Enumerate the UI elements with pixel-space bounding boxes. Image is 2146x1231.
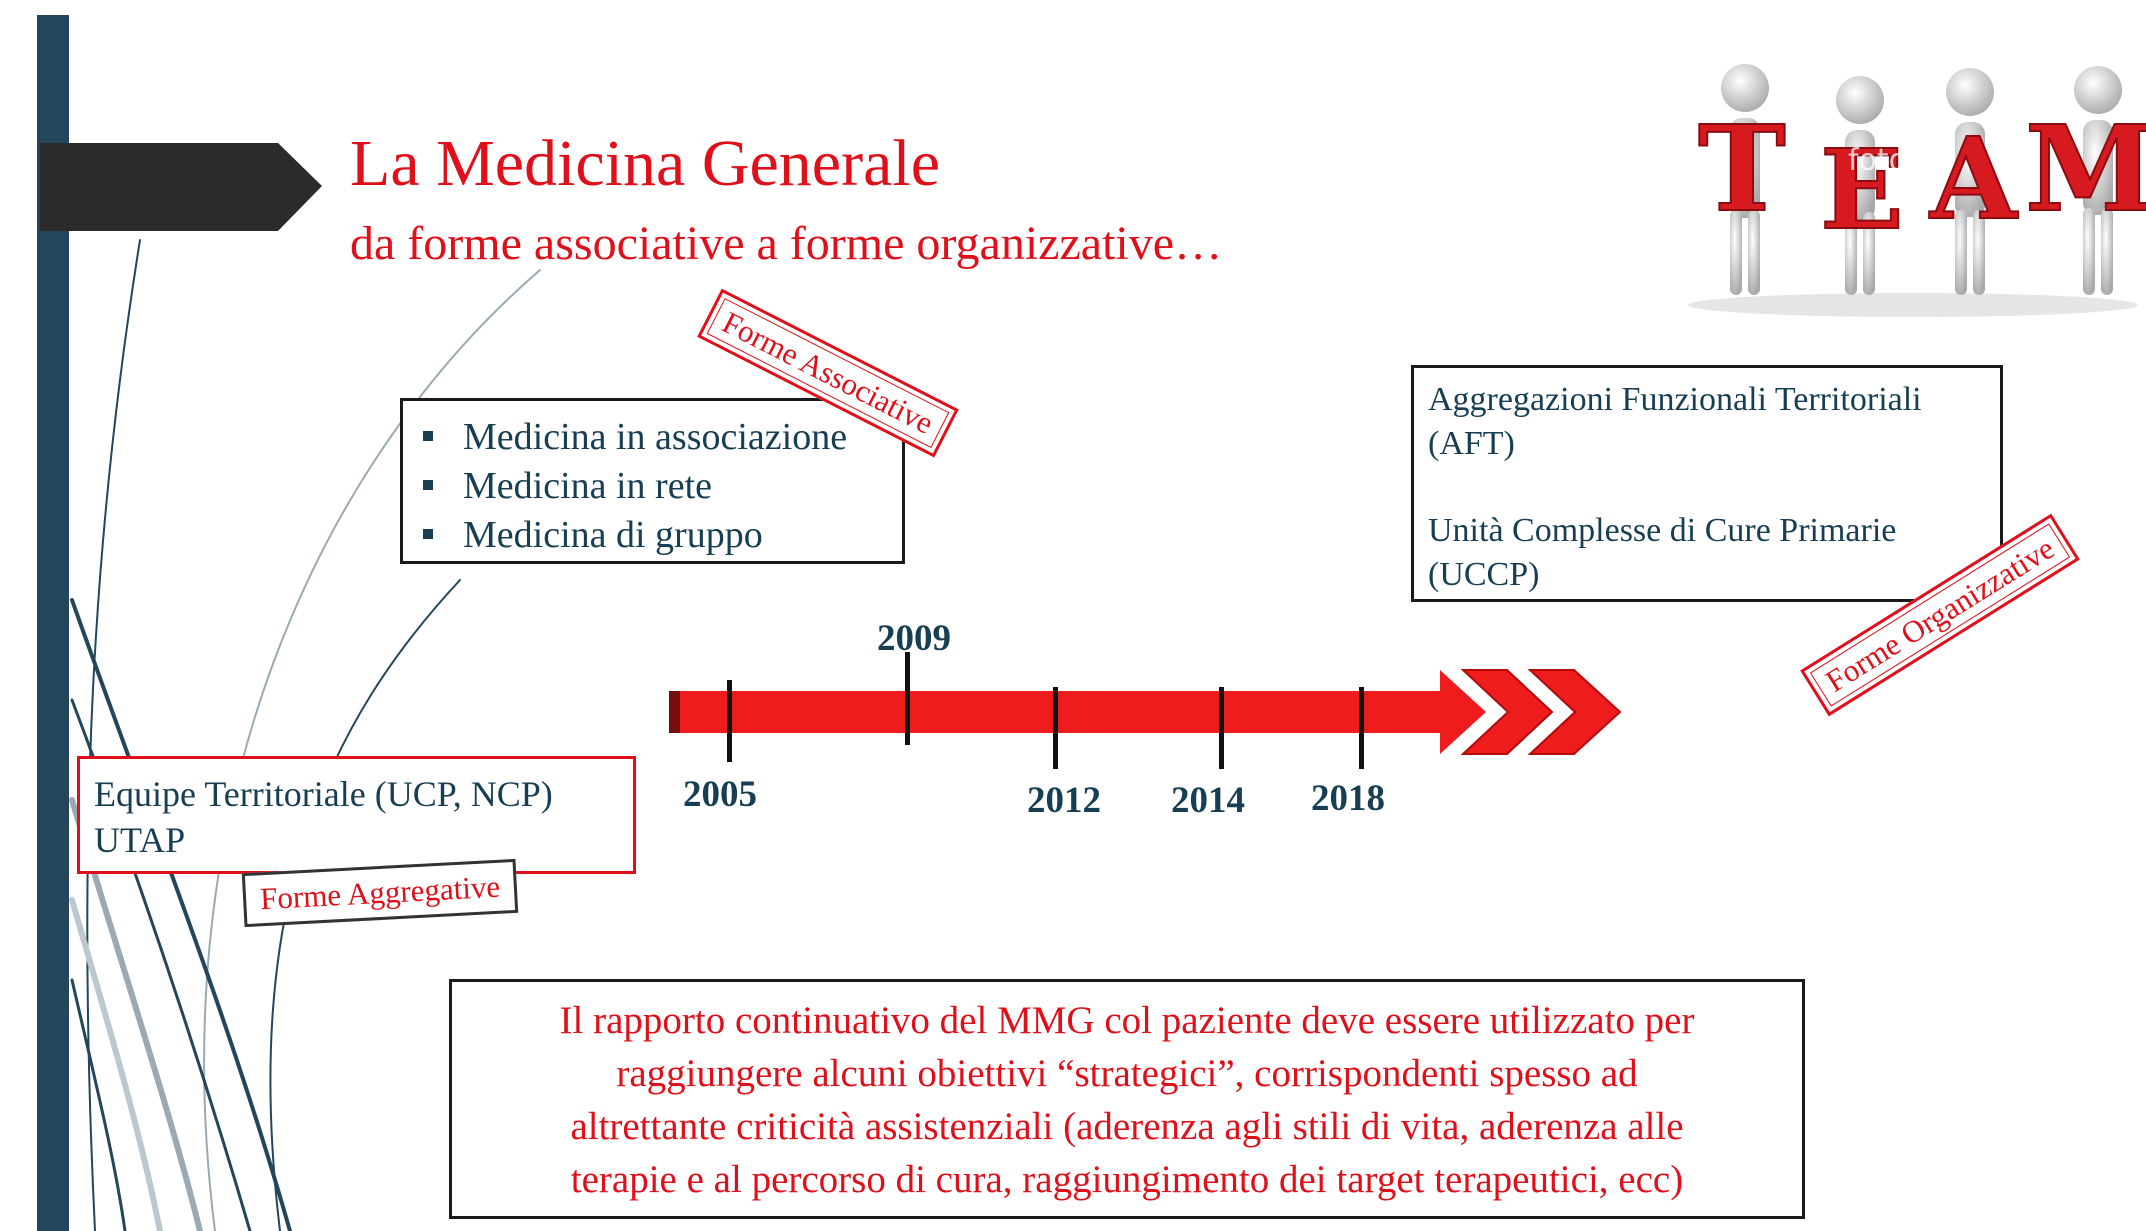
- year-label-2018: 2018: [1311, 778, 1385, 819]
- year-label-2009: 2009: [877, 618, 951, 659]
- note-line: Il rapporto continuativo del MMG col paz…: [559, 999, 1695, 1042]
- figure-3: [1946, 68, 1994, 295]
- watermark-text: fotolia: [1848, 143, 1942, 178]
- timeline-arrow: [669, 669, 1622, 755]
- aggregative-forms-box: Equipe Territoriale (UCP, NCP) UTAP: [77, 756, 636, 874]
- slide-title: La Medicina Generale: [350, 127, 941, 200]
- tick-2012: [1053, 687, 1058, 769]
- team-letter-e: E: [1820, 125, 1904, 254]
- year-label-2012: 2012: [1027, 780, 1101, 821]
- bullet-icon: [423, 529, 433, 540]
- tick-2014: [1219, 687, 1224, 769]
- tick-2018: [1359, 687, 1364, 769]
- decor-curve: [69, 897, 163, 1231]
- year-label-2014: 2014: [1171, 780, 1245, 821]
- figure-4: [2074, 66, 2122, 295]
- team-letter-t: T: [1698, 99, 1786, 238]
- uccp-abbrev: (UCCP): [1428, 556, 1540, 593]
- title-tab: [40, 143, 322, 231]
- tick-2009: [905, 652, 910, 745]
- organizational-forms-box: Aggregazioni Funzionali Territoriali (AF…: [1411, 365, 2003, 602]
- slide-subtitle: da forme associative a forme organizzati…: [350, 217, 1223, 270]
- aft-abbrev: (AFT): [1428, 425, 1515, 462]
- note-line: altrettante criticità assistenziali (ade…: [570, 1105, 1684, 1148]
- decor-curve: [70, 598, 292, 1231]
- list-item: Medicina in rete: [423, 462, 892, 511]
- team-letter-a: A: [1929, 114, 2019, 245]
- figure-2: [1836, 76, 1884, 295]
- bullet-icon: [423, 480, 433, 491]
- note-line: terapie e al percorso di cura, raggiungi…: [570, 1158, 1684, 1201]
- equipe-label: Equipe Territoriale (UCP, NCP): [94, 774, 553, 814]
- figure-1: [1721, 64, 1769, 295]
- uccp-label: Unità Complesse di Cure Primarie: [1428, 512, 1897, 549]
- note-line: raggiungere alcuni obiettivi “strategici…: [616, 1052, 1638, 1095]
- list-item: Medicina di gruppo: [423, 511, 892, 560]
- decor-curve: [203, 269, 541, 1231]
- list-item: Medicina in associazione: [423, 413, 892, 462]
- team-illustration: T E A M fotolia: [1688, 64, 2146, 317]
- decor-curve: [70, 978, 127, 1231]
- associative-list: Medicina in associazione Medicina in ret…: [423, 413, 892, 560]
- tick-2005: [727, 680, 732, 762]
- timeline-ticks: [727, 652, 1364, 769]
- utap-label: UTAP: [94, 820, 186, 860]
- aft-label: Aggregazioni Funzionali Territoriali: [1428, 381, 1922, 418]
- strategic-objectives-note: Il rapporto continuativo del MMG col paz…: [449, 979, 1805, 1219]
- associative-forms-box: Medicina in associazione Medicina in ret…: [400, 398, 905, 564]
- team-letter-m: M: [2025, 99, 2146, 238]
- floor-shadow: [1688, 293, 2138, 317]
- bullet-icon: [423, 431, 433, 442]
- year-label-2005: 2005: [683, 774, 757, 815]
